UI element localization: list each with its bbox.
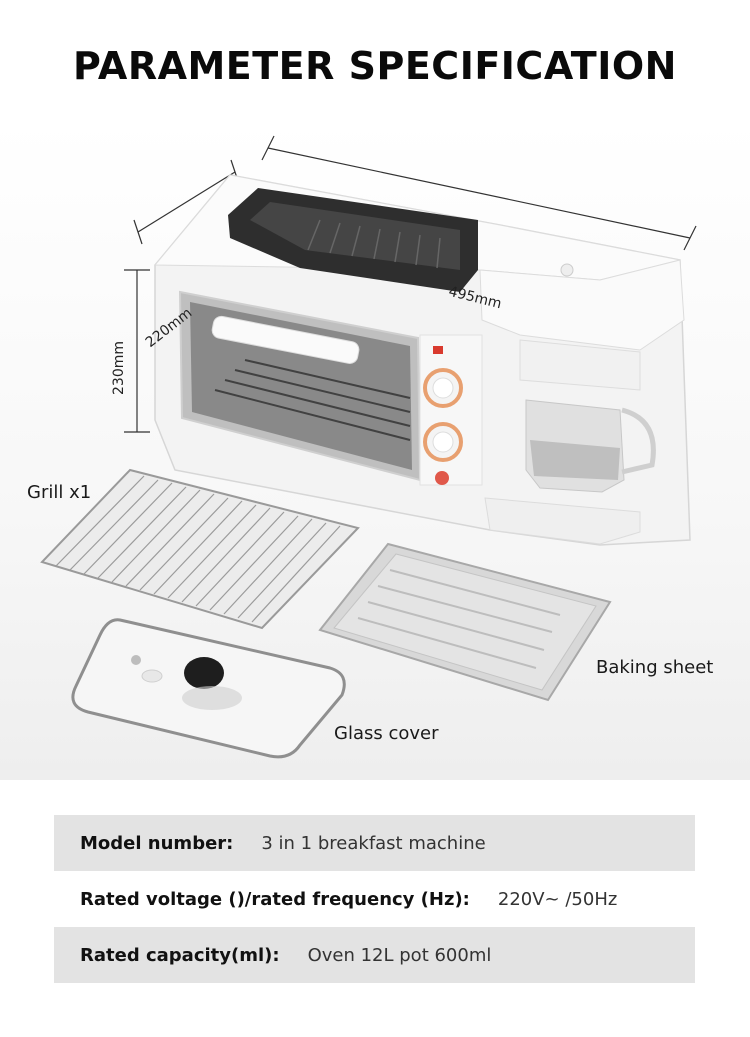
spec-row-model: Model number: 3 in 1 breakfast machine [54,815,695,871]
spec-table: Model number: 3 in 1 breakfast machine R… [54,815,695,983]
baking-sheet-label: Baking sheet [596,657,714,678]
spec-row-capacity: Rated capacity(ml): Oven 12L pot 600ml [54,927,695,983]
spec-label: Rated capacity(ml): [80,944,280,966]
spec-row-voltage: Rated voltage ()/rated frequency (Hz): 2… [54,871,695,927]
glass-cover-label: Glass cover [334,723,439,744]
grill-label: Grill x1 [27,482,92,503]
product-illustration [40,135,697,759]
glass-cover [71,618,346,759]
dimension-lines [124,135,697,433]
spec-value: 220V~ /50Hz [497,888,618,910]
product-photo: 495mm 220mm [0,120,750,780]
spec-value: Oven 12L pot 600ml [307,944,492,966]
spec-label: Model number: [80,832,234,854]
spec-value: 3 in 1 breakfast machine [261,832,486,854]
spec-label: Rated voltage ()/rated frequency (Hz): [80,888,470,910]
page-title: PARAMETER SPECIFICATION [73,44,677,88]
grill-rack [40,468,360,630]
dimension-height: 230mm [111,341,127,395]
appliance-body [153,174,691,546]
baking-sheet [318,542,612,702]
